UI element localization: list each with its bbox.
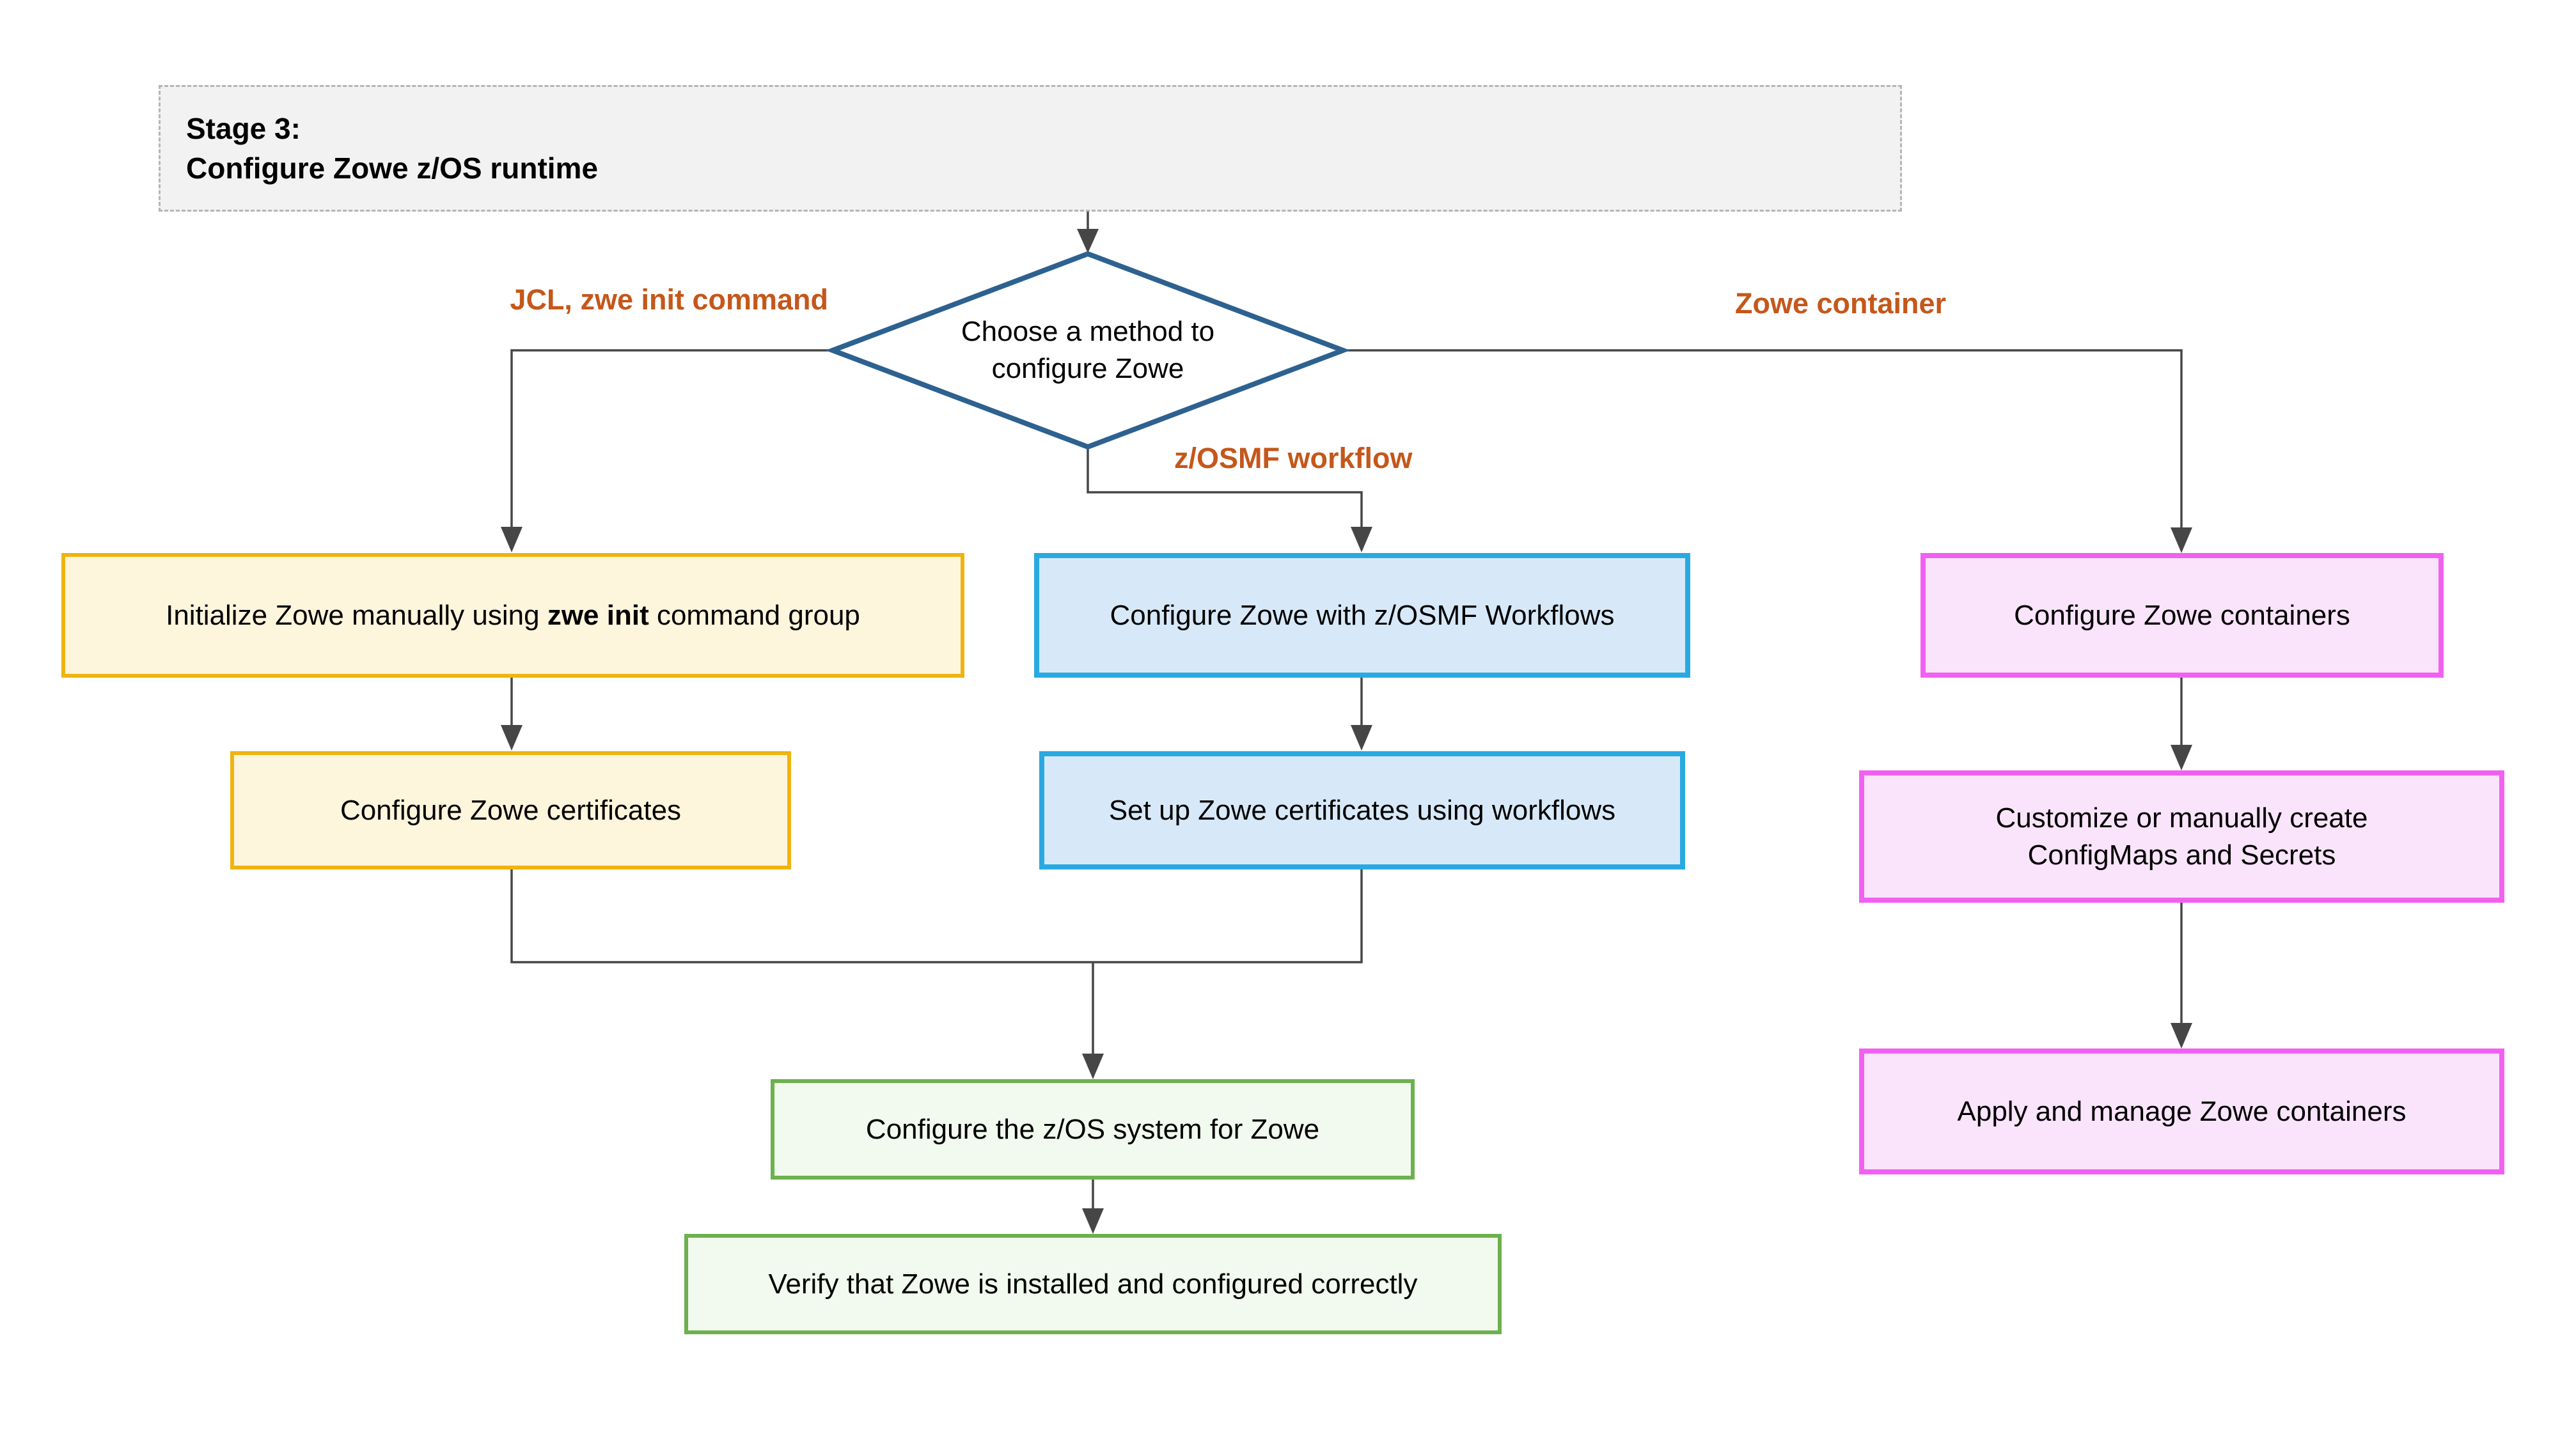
arrow-down-icon bbox=[2171, 745, 2192, 770]
node-configure-zowe-certificates-label: Configure Zowe certificates bbox=[340, 794, 682, 826]
stage-header-line1: Stage 3: bbox=[186, 112, 301, 145]
connector-header-to-decision bbox=[1077, 212, 1099, 253]
arrow-down-icon bbox=[501, 725, 522, 751]
node-initialize-zowe-manually-label: Initialize Zowe manually using zwe init … bbox=[166, 599, 860, 631]
node-configure-zowe-certificates[interactable]: Configure Zowe certificates bbox=[230, 751, 791, 869]
node-verify-zowe-installed-label: Verify that Zowe is installed and config… bbox=[768, 1268, 1418, 1300]
node-verify-zowe-installed[interactable]: Verify that Zowe is installed and config… bbox=[684, 1234, 1502, 1334]
decision-diamond bbox=[825, 251, 1351, 450]
connector-configmaps-to-apply bbox=[2171, 903, 2192, 1048]
arrow-down-icon bbox=[1351, 527, 1372, 552]
node-configure-zos-system[interactable]: Configure the z/OS system for Zowe bbox=[771, 1079, 1415, 1180]
connector-containers-to-configmaps bbox=[2171, 678, 2192, 770]
node-customize-configmaps-line1: Customize or manually create bbox=[1995, 802, 2368, 834]
branch-label-jcl-zwe-init: JCL, zwe init command bbox=[510, 283, 828, 316]
connector-initialize-to-certificates bbox=[501, 678, 522, 751]
connector-decision-to-jcl-branch bbox=[501, 349, 833, 552]
node-customize-configmaps-line2: ConfigMaps and Secrets bbox=[2027, 839, 2336, 871]
stage-header: Stage 3: Configure Zowe z/OS runtime bbox=[159, 85, 1902, 212]
branch-label-zosmf-workflow: z/OSMF workflow bbox=[1174, 442, 1413, 474]
node-configure-zowe-containers-label: Configure Zowe containers bbox=[2014, 599, 2350, 631]
stage-header-line2: Configure Zowe z/OS runtime bbox=[186, 152, 599, 185]
decision-line1: Choose a method to bbox=[961, 316, 1215, 347]
node-configure-zowe-zosmf-workflows-label: Configure Zowe with z/OSMF Workflows bbox=[1110, 599, 1615, 631]
connector-merge-to-configure-zos bbox=[510, 869, 1363, 1079]
node-apply-manage-zowe-containers[interactable]: Apply and manage Zowe containers bbox=[1859, 1048, 2504, 1174]
connector-decision-to-zosmf-branch bbox=[1087, 447, 1372, 552]
decision-line2: configure Zowe bbox=[991, 353, 1184, 384]
arrow-down-icon bbox=[2171, 1023, 2192, 1048]
arrow-down-icon bbox=[1351, 725, 1372, 751]
decision-diamond-label: Choose a method to configure Zowe bbox=[864, 286, 1312, 414]
arrow-down-icon bbox=[1082, 1054, 1104, 1079]
node-initialize-zowe-manually[interactable]: Initialize Zowe manually using zwe init … bbox=[61, 553, 964, 678]
branch-label-zowe-container: Zowe container bbox=[1735, 287, 1947, 320]
node-apply-manage-zowe-containers-label: Apply and manage Zowe containers bbox=[1957, 1095, 2407, 1127]
node-setup-certificates-workflows-label: Set up Zowe certificates using workflows bbox=[1108, 794, 1616, 826]
arrow-down-icon bbox=[1082, 1208, 1104, 1234]
node-configure-zos-system-label: Configure the z/OS system for Zowe bbox=[865, 1113, 1320, 1145]
connector-workflows-to-workflow-certificates bbox=[1351, 678, 1372, 751]
arrow-down-icon bbox=[2171, 527, 2192, 553]
arrow-down-icon bbox=[501, 527, 522, 552]
arrow-down-icon bbox=[1077, 229, 1099, 253]
node-configure-zowe-containers[interactable]: Configure Zowe containers bbox=[1920, 553, 2444, 678]
node-setup-certificates-workflows[interactable]: Set up Zowe certificates using workflows bbox=[1039, 751, 1685, 869]
connector-configure-zos-to-verify bbox=[1082, 1180, 1104, 1234]
node-customize-configmaps-secrets[interactable]: Customize or manually create ConfigMaps … bbox=[1859, 770, 2504, 903]
connector-decision-to-container-branch bbox=[1343, 349, 2192, 553]
node-configure-zowe-zosmf-workflows[interactable]: Configure Zowe with z/OSMF Workflows bbox=[1034, 553, 1690, 678]
